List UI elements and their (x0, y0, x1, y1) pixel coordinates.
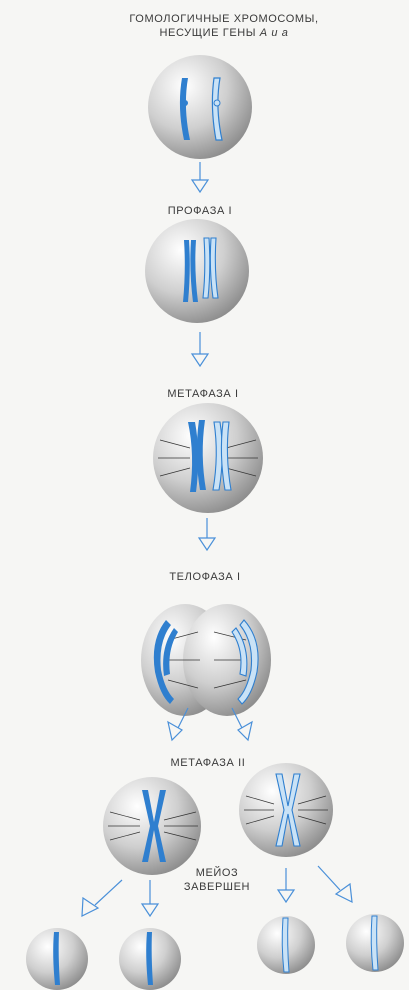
daughter-cell-4 (346, 914, 404, 972)
arrow-icon (278, 868, 294, 902)
cell-homologous-chromosomes (148, 55, 252, 159)
cell-telophase-1 (141, 604, 271, 716)
meiosis-complete-label: МЕЙОЗ ЗАВЕРШЕН (184, 866, 250, 894)
gene-labels: А и а (260, 27, 289, 39)
stage-label-telophase-1: ТЕЛОФАЗА I (169, 570, 240, 584)
stage-label-metaphase-1: МЕТАФАЗА I (167, 387, 238, 401)
diagram-title: ГОМОЛОГИЧНЫЕ ХРОМОСОМЫ, НЕСУЩИЕ ГЕНЫ А и… (129, 12, 318, 40)
stage-label-prophase-1: ПРОФАЗА I (168, 204, 232, 218)
cell-metaphase-1 (153, 403, 263, 513)
arrow-icon (199, 518, 215, 550)
arrow-icon (192, 332, 208, 366)
arrow-icon (192, 162, 208, 192)
meiosis-complete-line-2: ЗАВЕРШЕН (184, 880, 250, 894)
stage-label-metaphase-2: МЕТАФАЗА II (171, 756, 246, 770)
arrow-icon (142, 880, 158, 916)
arrow-icon (232, 708, 252, 740)
cell-metaphase-2-right (239, 763, 333, 857)
title-line-1: ГОМОЛОГИЧНЫЕ ХРОМОСОМЫ, (129, 12, 318, 26)
daughter-cell-2 (119, 928, 181, 990)
title-line-2-prefix: НЕСУЩИЕ ГЕНЫ (160, 27, 257, 39)
cell-metaphase-2-left (103, 777, 201, 875)
cell-prophase-1 (145, 219, 249, 323)
daughter-cell-3 (257, 916, 315, 974)
daughter-cell-1 (26, 928, 88, 990)
arrow-icon (318, 866, 352, 902)
arrow-icon (82, 880, 122, 916)
meiosis-complete-line-1: МЕЙОЗ (184, 866, 250, 880)
title-line-2: НЕСУЩИЕ ГЕНЫ А и а (129, 26, 318, 40)
